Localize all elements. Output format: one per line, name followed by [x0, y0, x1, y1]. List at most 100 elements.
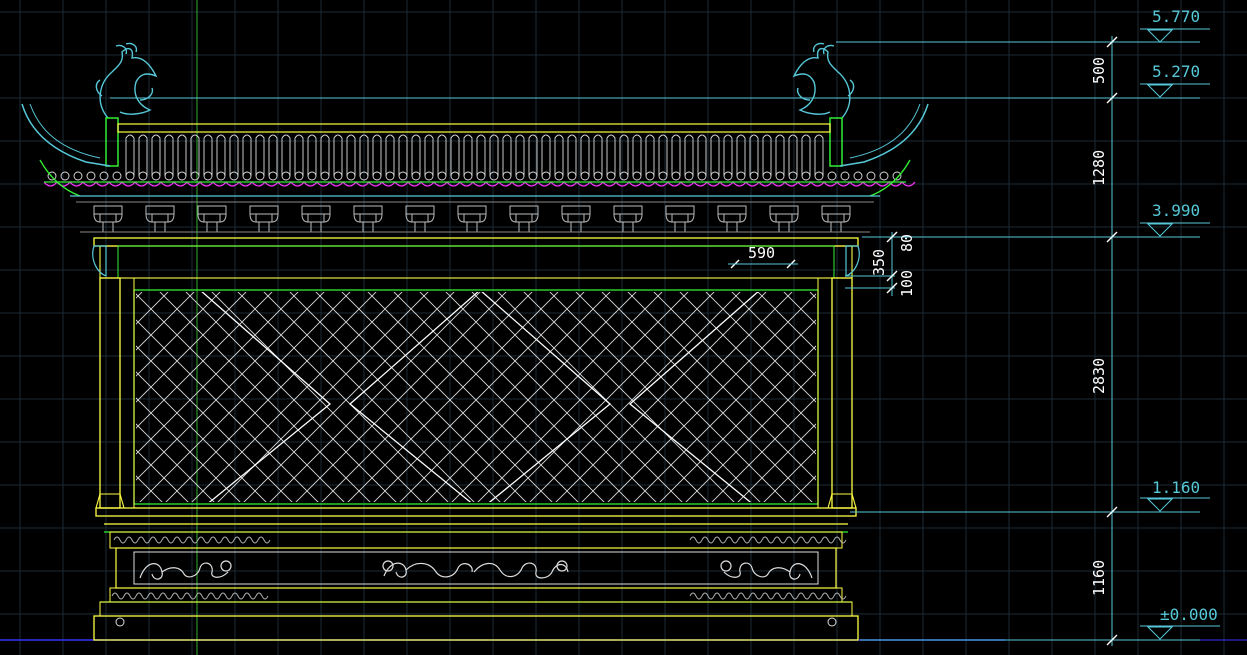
- eave-right: [839, 103, 929, 167]
- bracket-curve: [249, 213, 279, 223]
- tile-end: [593, 171, 603, 181]
- scroll-motif: [773, 536, 787, 544]
- tile-end: [632, 171, 642, 181]
- tile-end: [866, 171, 876, 181]
- roof-tile: [216, 134, 226, 176]
- bracket-set: [717, 205, 747, 233]
- lattice-line: [425, 292, 637, 502]
- tile-end: [892, 171, 902, 181]
- scroll-motif: [737, 592, 751, 600]
- dim-1160: 1160: [1090, 560, 1108, 596]
- tile-end: [125, 171, 135, 181]
- roof-tile: [502, 134, 512, 176]
- lattice-line: [165, 292, 377, 502]
- tile-end: [606, 171, 616, 181]
- eave-right-inner: [849, 103, 921, 159]
- tile-end: [489, 171, 499, 181]
- scroll-motif: [749, 592, 763, 600]
- ornament-post-right: [829, 117, 843, 167]
- lattice-diamond: [201, 292, 332, 502]
- bracket-curve: [717, 213, 747, 223]
- roof-tile: [658, 134, 668, 176]
- roof-tile: [697, 134, 707, 176]
- elevation-triangle-icon: [1146, 626, 1174, 640]
- roof-tile: [814, 134, 824, 176]
- roof-tile: [775, 134, 785, 176]
- tile-end: [242, 171, 252, 181]
- roof-tile: [203, 134, 213, 176]
- bracket-curve: [353, 213, 383, 223]
- dim-500: 500: [1090, 57, 1108, 84]
- dim-350: 350: [870, 249, 888, 276]
- tile-end: [502, 171, 512, 181]
- roof-tile: [242, 134, 252, 176]
- roof-tile: [281, 134, 291, 176]
- elevation-marker-3: 1.160: [1140, 478, 1210, 512]
- tile-end: [99, 171, 109, 181]
- tile-end: [723, 171, 733, 181]
- lattice-line: [136, 292, 195, 351]
- tile-end: [138, 171, 148, 181]
- elevation-label-zero: ±0.000: [1160, 605, 1218, 624]
- tile-end: [476, 171, 486, 181]
- cloud-scroll-right-icon: [720, 560, 813, 580]
- bracket-curve: [769, 213, 799, 223]
- tile-end: [398, 171, 408, 181]
- scroll-motif: [171, 592, 185, 600]
- lattice-line: [477, 292, 689, 502]
- tile-end: [424, 171, 434, 181]
- bracket-curve: [405, 213, 435, 223]
- scroll-motif: [125, 536, 139, 544]
- roof-tile: [632, 134, 642, 176]
- lattice-diamond: [348, 292, 479, 502]
- scroll-motif: [207, 592, 221, 600]
- bracket-curve: [821, 213, 851, 223]
- tile-end: [515, 171, 525, 181]
- eave-drip-line: [43, 180, 916, 187]
- bracket-curve: [93, 213, 123, 223]
- tile-end: [86, 171, 96, 181]
- scroll-motif: [195, 592, 209, 600]
- roof-tile: [684, 134, 694, 176]
- roof-tile: [580, 134, 590, 176]
- lattice-line: [737, 423, 816, 502]
- roof-tile: [450, 134, 460, 176]
- bracket-set: [457, 205, 487, 233]
- tile-end: [320, 171, 330, 181]
- bracket-set: [509, 205, 539, 233]
- dim-1280: 1280: [1090, 150, 1108, 186]
- scroll-motif: [785, 592, 799, 600]
- eave-curve-right-green: [869, 159, 911, 197]
- roof-tile: [138, 134, 148, 176]
- roof-tile: [476, 134, 486, 176]
- tile-end: [151, 171, 161, 181]
- scroll-motif: [833, 592, 847, 600]
- roof-tile: [515, 134, 525, 176]
- lattice-line: [763, 449, 816, 502]
- roof-tile: [307, 134, 317, 176]
- tile-end: [580, 171, 590, 181]
- roof-tile: [723, 134, 733, 176]
- dim-2830: 2830: [1090, 358, 1108, 394]
- scroll-motif: [689, 536, 703, 544]
- scroll-motif: [701, 536, 715, 544]
- cloud-scroll-center-icon: [382, 560, 569, 579]
- scroll-motif: [725, 592, 739, 600]
- tile-end: [112, 171, 122, 181]
- elevation-label-3990: 3.990: [1152, 201, 1200, 220]
- elevation-triangle-icon: [1146, 498, 1174, 512]
- scroll-motif: [713, 536, 727, 544]
- ridge-ornament-left-icon: [95, 42, 158, 119]
- tile-end: [294, 171, 304, 181]
- tile-end: [645, 171, 655, 181]
- elevation-marker-0: 5.770: [1140, 7, 1210, 43]
- roof-tile: [645, 134, 655, 176]
- lattice-line: [191, 292, 403, 502]
- elevation-label-5770: 5.770: [1152, 7, 1200, 26]
- scroll-motif: [221, 536, 235, 544]
- lattice-line: [136, 292, 273, 429]
- dimension-lines: [110, 36, 1200, 646]
- roof-tile: [359, 134, 369, 176]
- scroll-motif: [749, 536, 763, 544]
